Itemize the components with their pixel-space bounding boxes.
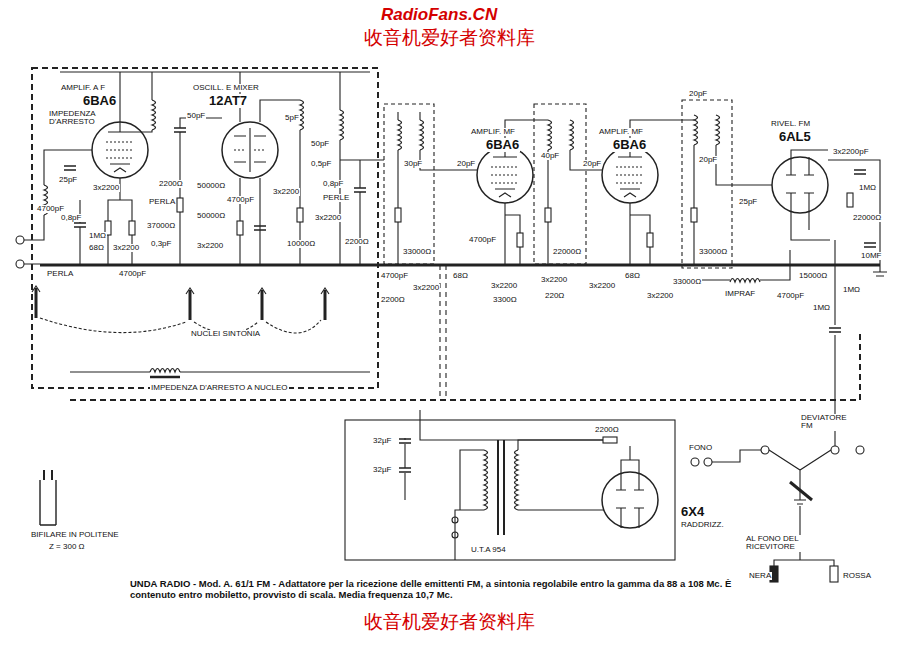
component-label: 40pF xyxy=(540,152,560,160)
component-label: U.T.A 954 xyxy=(470,546,507,554)
component-label: 3x2200pF xyxy=(832,148,870,156)
component-label: FONO xyxy=(688,444,713,452)
component-label: OSCILL. E MIXER xyxy=(192,84,260,92)
component-label: 0,5pF xyxy=(310,160,332,168)
component-label: 0,8pF xyxy=(60,214,82,222)
component-label: 15000Ω xyxy=(798,272,828,280)
component-label: 50000Ω xyxy=(196,212,226,220)
watermark: RadioFans.CN xyxy=(380,6,498,24)
component-label: 2200Ω xyxy=(344,238,370,246)
component-label: 3x2200 xyxy=(540,276,568,284)
component-label: 2200Ω xyxy=(380,296,406,304)
component-label: 20pF xyxy=(698,156,718,164)
component-label: 1MΩ xyxy=(858,184,877,192)
component-label: AL FONO DEL RICEVITORE xyxy=(745,535,809,552)
component-label: 20pF xyxy=(688,90,708,98)
component-label: NUCLEI SINTONIA xyxy=(190,330,261,338)
component-label: NERA xyxy=(748,572,772,580)
component-label: 32µF xyxy=(372,466,392,474)
component-label: 22000Ω xyxy=(852,214,882,222)
component-label: 25pF xyxy=(58,176,78,184)
watermark: 收音机爱好者资料库 xyxy=(363,28,536,48)
tube-label: 6BA6 xyxy=(485,138,520,152)
component-label: 30pF xyxy=(403,160,423,168)
component-label: 68Ω xyxy=(624,272,641,280)
component-label: 22000Ω xyxy=(552,248,582,256)
tube-label: 6X4 xyxy=(680,505,705,519)
component-label: 20pF xyxy=(582,160,602,168)
component-label: 0,3pF xyxy=(150,240,172,248)
component-label: AMPLIF. MF xyxy=(598,128,644,136)
tube-label: 6BA6 xyxy=(612,138,647,152)
component-label: 4700pF xyxy=(36,205,65,213)
component-label: 4700pF xyxy=(776,292,805,300)
component-label: 4700pF xyxy=(468,236,497,244)
component-label: 3x2200 xyxy=(588,282,616,290)
component-label: 0,8pF xyxy=(322,180,344,188)
component-label: 1MΩ xyxy=(812,304,831,312)
component-label: DEVIATORE FM xyxy=(800,414,850,431)
component-label: 3x2200 xyxy=(112,244,140,252)
component-label: 2200Ω xyxy=(594,426,620,434)
component-label: PERLE xyxy=(322,194,350,202)
tube-label: 12AT7 xyxy=(208,94,248,108)
component-label: 4700pF xyxy=(226,196,255,204)
component-label: 50000Ω xyxy=(196,182,226,190)
component-label: 33000Ω xyxy=(402,248,432,256)
component-label: 10MF xyxy=(860,252,882,260)
component-label: AMPLIF. A F xyxy=(60,84,106,92)
component-label: 1MΩ xyxy=(842,286,861,294)
component-label: Z = 300 Ω xyxy=(48,543,86,551)
component-label: 33000Ω xyxy=(698,248,728,256)
component-label: 5pF xyxy=(284,114,300,122)
component-label: 4700pF xyxy=(380,272,409,280)
component-label: 3x2200 xyxy=(196,242,224,250)
component-label: 3x2200 xyxy=(272,188,300,196)
component-label: IMPRAF xyxy=(724,290,756,298)
component-label: RIVEL. FM xyxy=(770,120,811,128)
component-label: 3x2200 xyxy=(412,284,440,292)
component-label: 20pF xyxy=(456,160,476,168)
component-label: 3x2200 xyxy=(646,292,674,300)
tube-label: 6AL5 xyxy=(778,130,812,144)
component-label: 3x2200 xyxy=(92,184,120,192)
component-label: PERLA xyxy=(148,198,176,206)
component-label: BIFILARE IN POLITENE xyxy=(30,531,120,539)
component-label: AMPLIF. MF xyxy=(470,128,516,136)
watermark: 收音机爱好者资料库 xyxy=(363,612,536,632)
component-label: 37000Ω xyxy=(146,222,176,230)
component-label: 3x2200 xyxy=(490,282,518,290)
component-label: 25pF xyxy=(738,198,758,206)
component-label: ROSSA xyxy=(842,572,872,580)
component-label: 50pF xyxy=(186,112,206,120)
component-label: 33000Ω xyxy=(672,278,702,286)
component-label: IMPEDENZA D'ARRESTO A NUCLEO xyxy=(150,384,289,392)
component-label: 68Ω xyxy=(88,244,105,252)
component-label: 68Ω xyxy=(452,272,469,280)
component-label: 2200Ω xyxy=(158,180,184,188)
component-label: RADDRIZZ. xyxy=(680,521,725,529)
component-label: IMPEDENZA D'ARRESTO xyxy=(48,110,96,127)
component-label: 3300Ω xyxy=(492,296,518,304)
component-label: 1MΩ xyxy=(88,232,107,240)
component-label: PERLA xyxy=(46,270,74,278)
component-label: 10000Ω xyxy=(286,240,316,248)
component-label: 220Ω xyxy=(544,292,565,300)
tube-label: 6BA6 xyxy=(82,94,117,108)
component-label: 32µF xyxy=(372,437,392,445)
component-label: 4700pF xyxy=(118,270,147,278)
component-label: 3x2200 xyxy=(314,214,342,222)
component-label: 50pF xyxy=(310,140,330,148)
caption: UNDA RADIO - Mod. A. 61/1 FM - Adattator… xyxy=(130,578,750,601)
